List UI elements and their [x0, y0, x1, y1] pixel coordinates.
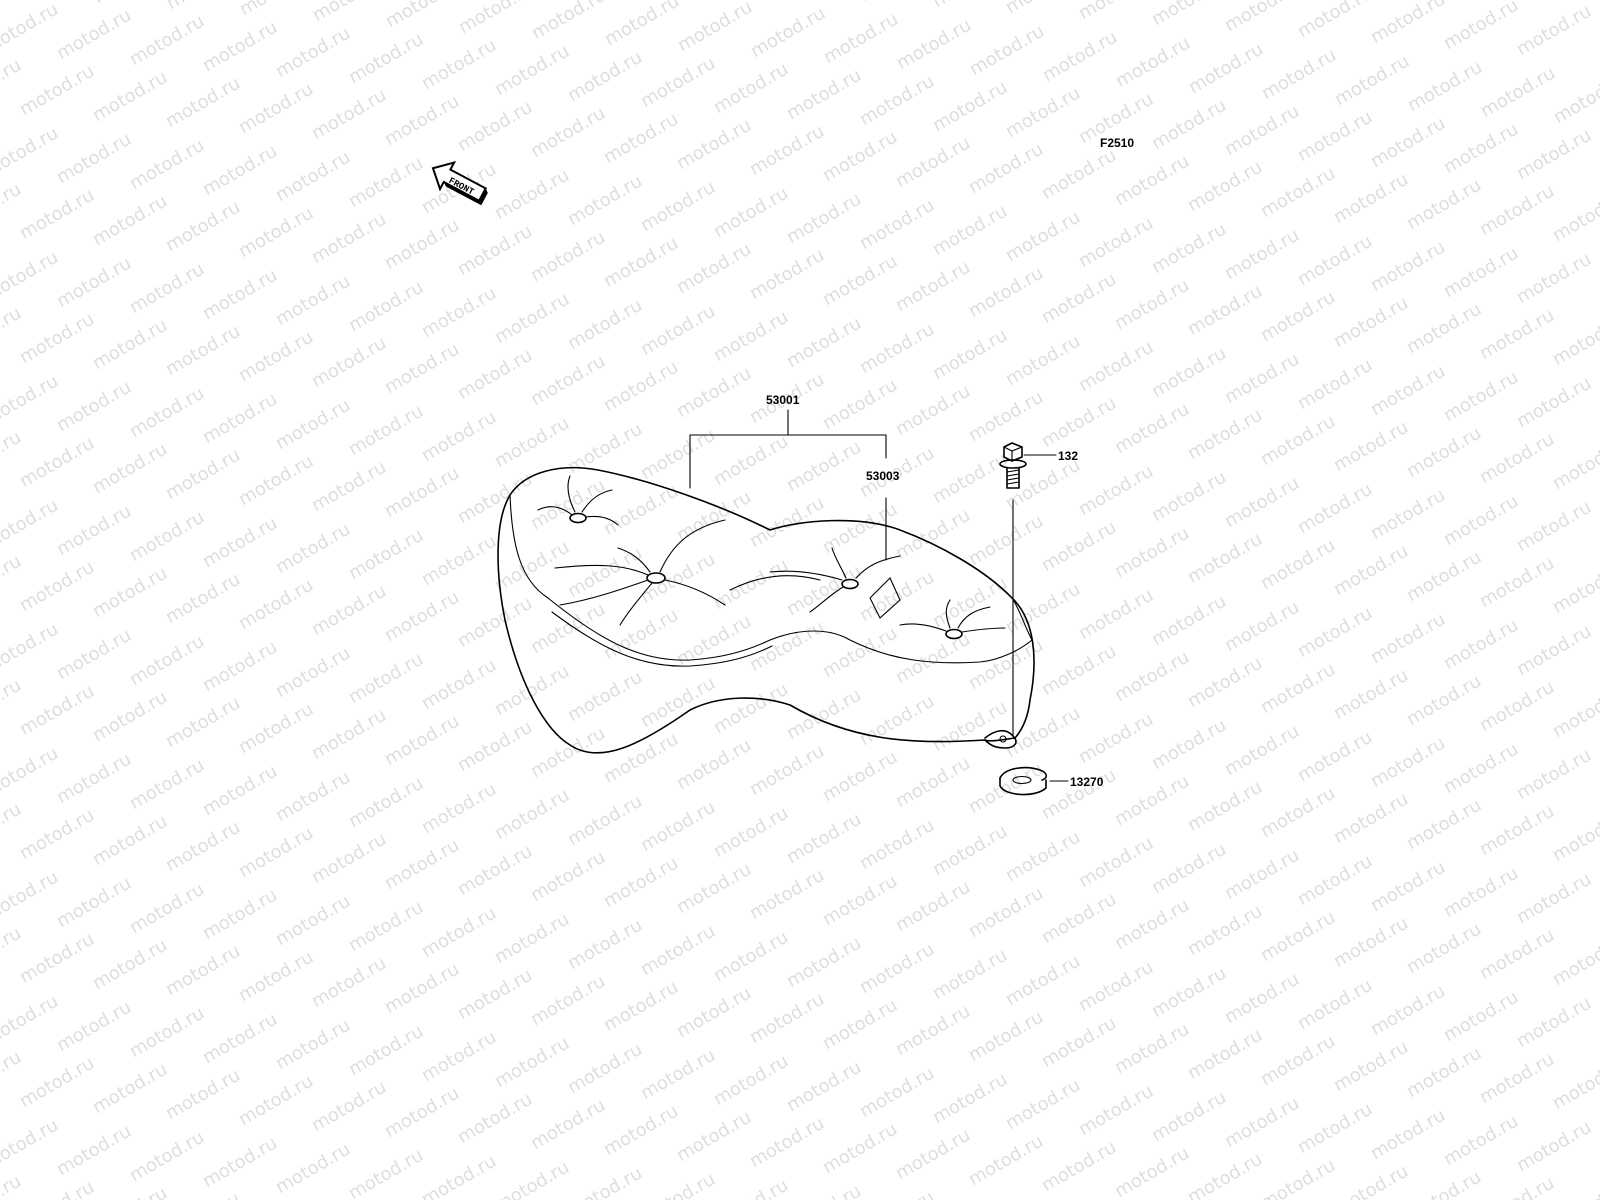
seat-drawing [497, 466, 1035, 754]
seat-button [537, 475, 619, 526]
bolt-drawing [999, 442, 1057, 736]
front-arrow-icon: FRONT [431, 160, 488, 206]
seat-leader [689, 409, 887, 561]
damper-drawing [999, 766, 1069, 796]
figure-code: F2510 [1100, 136, 1134, 150]
part-number-damper: 13270 [1070, 775, 1104, 789]
part-number-bolt: 132 [1058, 449, 1078, 463]
seat-button [899, 599, 1006, 640]
part-number-seat-cover: 53003 [866, 469, 900, 483]
seat-button [769, 547, 901, 613]
seat-button [554, 519, 726, 626]
part-number-seat: 53001 [766, 393, 800, 407]
